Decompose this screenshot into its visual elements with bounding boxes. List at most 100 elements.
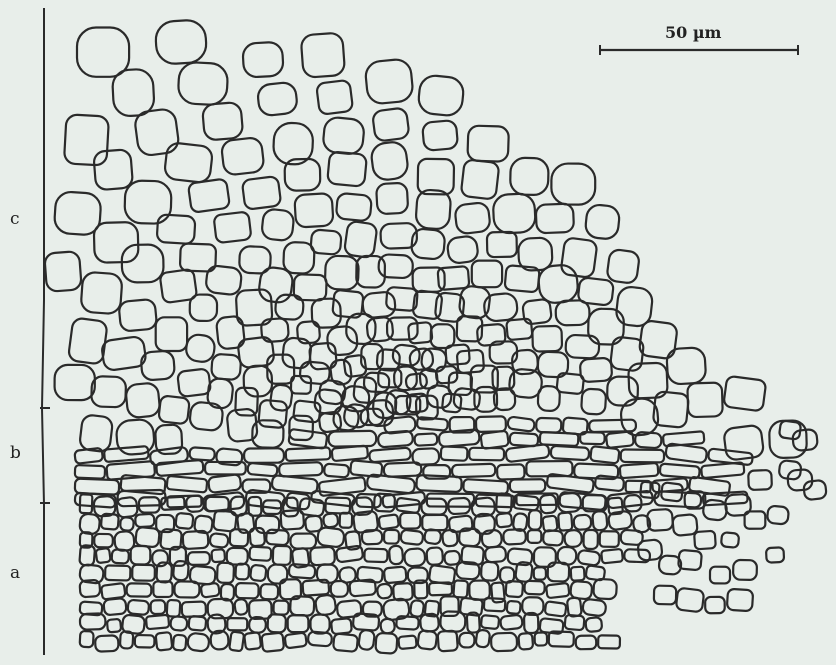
cell-outline [379, 514, 399, 529]
cell-outline [297, 321, 321, 344]
cell-outline [364, 549, 387, 563]
cell-outline [188, 616, 206, 631]
cell-outline [44, 251, 82, 292]
cell-outline [448, 372, 472, 395]
cell-outline [481, 562, 499, 581]
cell-outline [234, 599, 248, 616]
cell-outline [301, 32, 346, 77]
cell-outline [426, 547, 443, 565]
cell-outline [236, 583, 259, 598]
cell-outline [422, 120, 458, 151]
cell-outline [585, 617, 602, 632]
cell-outline [79, 513, 100, 534]
cell-outline [475, 629, 490, 647]
cell-outline [294, 193, 333, 228]
cell-outline [167, 600, 181, 617]
cell-outline [164, 142, 213, 183]
cell-outline [440, 611, 465, 632]
cell-outline [444, 551, 460, 566]
cell-outline [598, 635, 620, 648]
cell-outline [624, 495, 642, 512]
cell-outline [344, 221, 378, 259]
cell-outline [647, 509, 673, 531]
cell-outline [221, 137, 265, 176]
cell-outline [235, 563, 249, 579]
cell-outline [356, 494, 381, 508]
cell-outline [247, 463, 277, 477]
cell-outline [258, 400, 287, 429]
cell-outline [80, 494, 93, 513]
cell-outline [127, 583, 152, 596]
cell-outline [250, 565, 267, 582]
cell-outline [400, 530, 423, 546]
cell-outline [211, 549, 225, 562]
cell-outline [310, 229, 341, 254]
cell-outline [581, 389, 606, 415]
cell-outline [211, 354, 241, 380]
cell-outline [384, 566, 407, 583]
cell-outline [156, 460, 203, 476]
cell-outline [127, 600, 149, 615]
cell-outline [279, 462, 323, 477]
cell-outline [510, 479, 545, 492]
cell-outline [582, 599, 606, 617]
cell-outline [721, 532, 739, 548]
zone-label-b: b [10, 443, 21, 463]
cell-outline [257, 82, 298, 117]
cell-outline [510, 158, 549, 196]
cell-outline [528, 530, 542, 543]
cell-outline [439, 429, 480, 447]
cell-outline [55, 365, 95, 400]
scale-bar-label: 50 µm [665, 23, 722, 42]
cell-outline [80, 631, 94, 647]
cell-outline [170, 616, 188, 631]
cell-outline [131, 546, 151, 564]
cell-outline [173, 561, 189, 581]
cell-outline [261, 633, 284, 652]
cell-outline [453, 580, 468, 598]
cell-outline [398, 635, 416, 649]
cell-outline [340, 513, 353, 528]
cell-outline [208, 474, 241, 493]
cell-outline [310, 547, 335, 566]
cell-outline [560, 237, 597, 278]
cell-outline [467, 125, 509, 161]
cell-outline [336, 193, 372, 222]
cell-outline [285, 633, 307, 649]
cell-outline [217, 563, 234, 583]
cell-outline [80, 272, 122, 315]
cell-outline [177, 368, 211, 397]
cell-outline [372, 107, 410, 141]
cell-outline [101, 336, 147, 371]
cell-outline [249, 547, 271, 561]
cell-outline [543, 530, 563, 546]
cell-outline [577, 277, 614, 306]
cell-outline [491, 633, 517, 652]
cell-outline [158, 395, 190, 424]
cell-outline [672, 514, 698, 536]
cell-outline [267, 614, 286, 632]
cell-outline [702, 499, 727, 521]
cell-outline [68, 317, 108, 364]
cell-outline [590, 446, 619, 463]
cell-outline [414, 433, 437, 445]
cell-outline [213, 211, 251, 243]
cell-outline [309, 342, 337, 369]
cell-outline [493, 193, 536, 234]
cell-outline [497, 464, 525, 479]
cell-outline [369, 448, 411, 463]
cell-outline [573, 515, 591, 531]
cell-outline [545, 601, 567, 616]
cell-outline [358, 629, 375, 650]
cell-outline [507, 601, 521, 614]
cell-outline [135, 527, 160, 548]
cell-outline [418, 159, 455, 195]
cell-outline [188, 178, 230, 212]
cell-outline [507, 416, 535, 431]
cell-outline [389, 545, 403, 564]
cell-outline [481, 615, 499, 629]
cell-outline [242, 176, 282, 210]
cell-outline [290, 533, 316, 548]
